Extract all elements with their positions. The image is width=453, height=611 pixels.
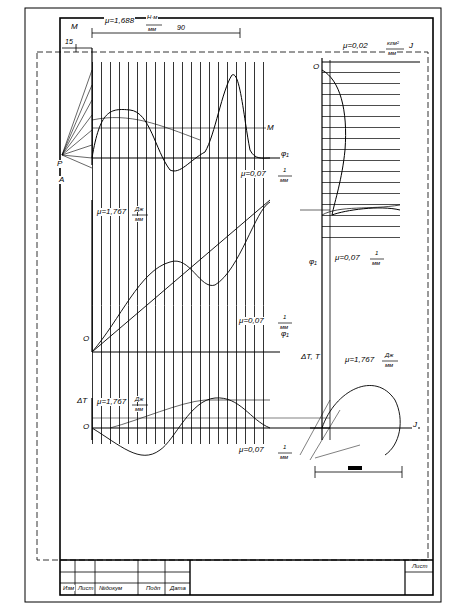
scale-label: ΔT, T [300,353,321,361]
scale-label: μ=1,767 [96,398,127,406]
scale-label: 1 [282,314,287,320]
scale-label: 1 [374,250,379,256]
scale-label: A [58,176,65,184]
title-block-cell: №докум [98,585,123,591]
scale-label: Н·м [146,14,158,20]
scale-label: мм [387,50,397,56]
scale-label: μ=0,02 [342,42,369,50]
scale-label: 15 [64,38,74,45]
scale-label: μ=0,07 [238,317,265,325]
scale-label: μ=0,07 [240,170,267,178]
scale-label: мм [279,454,289,460]
scale-label: мм [134,406,144,412]
scale-label: M [266,124,275,132]
scale-label: μ=1,688 [104,17,135,25]
scale-label: ΔT [76,397,88,405]
scale-label: O [312,63,320,71]
scale-label: μ=1,767 [344,356,375,364]
scale-label: M [70,23,79,31]
scale-label: мм [279,177,289,183]
scale-label: Дж [134,396,144,402]
title-block-cell: Дата [169,585,187,591]
scale-label: 1 [282,167,287,173]
title-block-cell: Лист [411,563,428,569]
scale-label: мм [384,362,394,368]
scale-label: φ₁ [308,258,318,266]
scale-label: P [56,160,63,168]
scale-label: μ=1,767 [96,208,127,216]
title-block-cell: Изм [62,585,75,591]
scale-label: O [82,423,90,431]
scale-label: μ=0,07 [238,446,265,454]
scale-label: мм [371,260,381,266]
scale-label: 1 [282,444,287,450]
scale-label: μ=0,07 [334,254,361,262]
scale-label: 90 [176,24,186,31]
scale-label: мм [147,26,157,32]
scale-label: кгм² [386,40,400,46]
scale-label: φ₁ [280,150,290,158]
scale-label: J [412,421,418,429]
scale-label: φ₁ [280,330,290,338]
title-block-cell: Лист [77,585,94,591]
scale-label: J [408,42,414,50]
scale-label: Дж [134,206,144,212]
scale-label: O [82,335,90,343]
title-block-cell: Подп [145,585,161,591]
scale-label: Дж [384,352,394,358]
scale-label: мм [134,216,144,222]
